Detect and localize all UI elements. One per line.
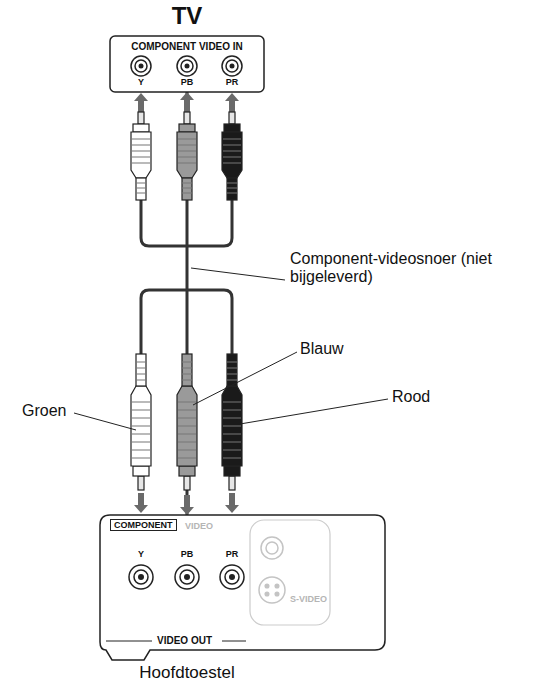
rca-jack — [181, 60, 193, 72]
rca-jack — [135, 60, 147, 72]
leader-line — [74, 413, 136, 430]
cable-wires — [141, 200, 232, 354]
leader-line — [193, 352, 297, 405]
jack-label: PR — [212, 77, 252, 87]
jack-pin — [229, 574, 235, 580]
cable-callout: Component-videosnoer (niet bijgeleverd) — [290, 250, 495, 287]
s-video-pin — [265, 592, 269, 596]
insert-arrow — [134, 493, 148, 513]
jack-pin — [185, 64, 190, 69]
group-label: VIDEO — [185, 521, 213, 531]
rca-jack — [175, 565, 199, 589]
rca-jack — [134, 570, 148, 584]
tv-panel-outline — [110, 36, 264, 92]
insert-arrow — [225, 493, 239, 513]
leader-line — [191, 268, 285, 280]
insert-arrow — [225, 93, 239, 113]
rca-jack — [131, 56, 151, 76]
tv-jacks — [131, 56, 242, 76]
jack-label: S-VIDEO — [290, 594, 327, 604]
s-video-jack — [259, 577, 285, 603]
video-jack — [261, 537, 283, 559]
group-label: COMPONENT — [110, 519, 177, 531]
main-unit-panel: COMPONENTVIDEOS-VIDEOVIDEO OUTHoofdtoest… — [100, 515, 385, 696]
insert-arrow — [134, 93, 148, 113]
rca-plug — [131, 112, 151, 200]
rca-plug — [222, 112, 242, 200]
unused-jacks — [259, 537, 285, 603]
cable-wire — [187, 200, 232, 246]
s-video-pin — [275, 592, 279, 596]
rca-plug — [177, 112, 197, 200]
jack-label: PB — [167, 549, 207, 559]
rca-plug — [131, 354, 151, 490]
jack-pin — [184, 574, 190, 580]
cable-wire — [187, 290, 232, 354]
jack-pin — [230, 64, 235, 69]
leader-lines — [74, 268, 388, 430]
jack-pin — [139, 64, 144, 69]
rca-plug — [222, 354, 242, 490]
s-video-pin — [265, 584, 269, 588]
jack-label: Y — [121, 77, 161, 87]
panel-rule — [222, 641, 246, 642]
rca-jack — [222, 56, 242, 76]
color-callout: Groen — [22, 402, 66, 420]
video-jack — [266, 542, 278, 554]
panel-label: VIDEO OUT — [157, 635, 212, 647]
rca-jack — [220, 565, 244, 589]
leader-line — [240, 399, 388, 424]
rca-jack — [129, 565, 153, 589]
jack-label: PB — [167, 77, 207, 87]
rca-plug — [177, 354, 197, 490]
panel-rule — [106, 641, 152, 642]
rca-jack — [226, 60, 238, 72]
jack-pins — [139, 64, 235, 69]
rca-jack — [177, 56, 197, 76]
jack-pin — [138, 574, 144, 580]
jack-label: Y — [121, 549, 161, 559]
jack-label: PR — [212, 549, 252, 559]
video-group-outline — [250, 520, 330, 625]
rca-jack — [180, 570, 194, 584]
color-callout: Blauw — [300, 340, 344, 358]
panel-label: COMPONENT VIDEO IN — [110, 41, 264, 53]
main-unit-outline — [100, 515, 385, 660]
device-title: TV — [110, 2, 264, 30]
color-callout: Rood — [392, 388, 430, 406]
rca-plugs — [131, 112, 242, 490]
jack-pins — [138, 574, 235, 580]
cable-wire — [141, 290, 187, 354]
rca-jack — [225, 570, 239, 584]
unit-jacks — [129, 565, 244, 589]
s-video-pin — [275, 584, 279, 588]
device-caption: Hoofdtoestel — [42, 663, 332, 683]
cable-wire — [141, 200, 187, 246]
